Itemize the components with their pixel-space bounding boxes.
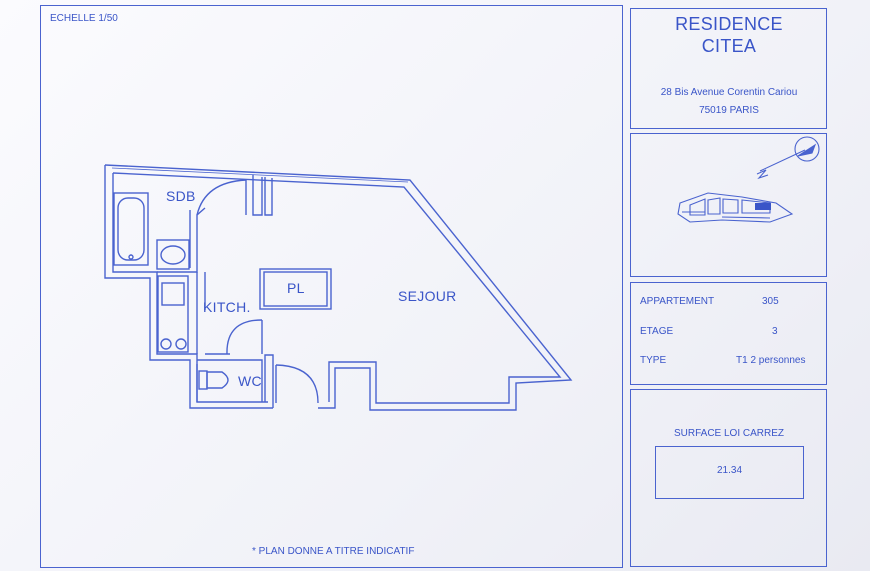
entry-door-arc	[275, 364, 319, 404]
surface-value-box	[655, 446, 804, 499]
room-label-sejour: SEJOUR	[398, 288, 457, 304]
surface-value: 21.34	[716, 465, 743, 476]
left-wall	[104, 165, 273, 409]
apartment-info-block	[630, 282, 827, 385]
residence-block	[630, 8, 827, 129]
apartment-value: 305	[762, 296, 779, 307]
washbasin	[156, 239, 190, 270]
bathroom-wall	[157, 207, 206, 273]
kitchen-door-arc	[226, 319, 263, 355]
toilet-bowl	[206, 371, 229, 389]
wc-wall	[197, 359, 263, 402]
address-line1: 28 Bis Avenue Corentin Cariou	[660, 87, 798, 98]
surface-block	[630, 389, 827, 567]
type-label: TYPE	[640, 355, 667, 366]
floor-value: 3	[772, 326, 778, 337]
room-label-sdb: SDB	[166, 188, 196, 204]
bathroom-door-arc	[196, 179, 247, 216]
surface-title: SURFACE LOI CARREZ	[673, 428, 785, 439]
address-line2: 75019 PARIS	[699, 105, 759, 116]
residence-name-line1: RESIDENCE	[675, 14, 783, 34]
scale-label: ECHELLE 1/50	[50, 13, 118, 24]
cupboard	[259, 268, 332, 310]
building-location-icon	[677, 192, 794, 223]
toilet-cistern	[198, 370, 208, 390]
room-label-wc: WC	[238, 373, 262, 389]
exterior-wall-inner	[112, 172, 562, 404]
location-block	[630, 133, 827, 277]
residence-name-line2: CITEA	[701, 36, 757, 56]
room-label-kitchen: KITCH.	[203, 299, 251, 315]
type-value: T1 2 personnes	[736, 355, 806, 366]
apartment-label: APPARTEMENT	[640, 296, 715, 307]
footnote: * PLAN DONNE A TITRE INDICATIF	[252, 546, 415, 557]
exterior-wall	[104, 164, 573, 411]
bathtub	[113, 192, 149, 266]
floor-label: ETAGE	[640, 326, 674, 337]
compass-north-icon	[794, 136, 820, 162]
drawing-frame	[40, 5, 623, 568]
kitchen-counter	[157, 275, 189, 353]
room-label-pl: PL	[287, 280, 305, 296]
